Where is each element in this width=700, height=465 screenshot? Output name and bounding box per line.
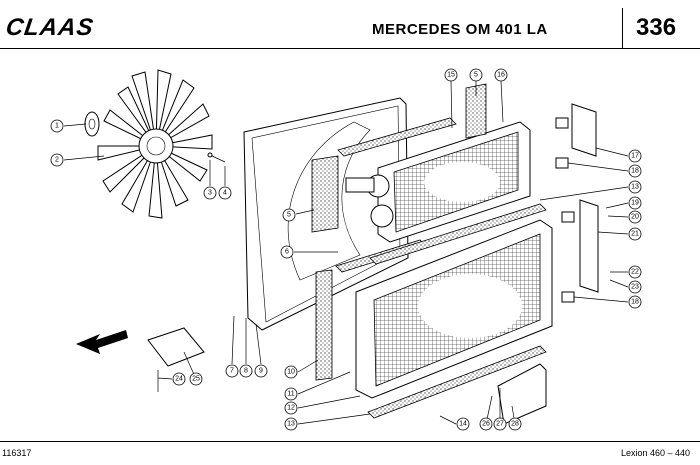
- foam-strip-part: [315, 269, 333, 381]
- callout-13-right: 13: [628, 180, 642, 194]
- foam-strip-top-part: [337, 117, 457, 157]
- svg-text:25: 25: [192, 376, 200, 383]
- document-id: 116317: [2, 448, 32, 458]
- svg-text:20: 20: [631, 214, 639, 221]
- foam-pad-part: [311, 155, 339, 233]
- callout-15: 15: [444, 68, 458, 82]
- svg-text:28: 28: [511, 421, 519, 428]
- svg-text:1: 1: [55, 123, 59, 130]
- callout-17: 17: [628, 149, 642, 163]
- svg-text:7: 7: [230, 368, 234, 375]
- charge-air-cooler-part: [345, 121, 531, 243]
- callout-18: 18: [628, 164, 642, 178]
- svg-text:6: 6: [285, 249, 289, 256]
- svg-text:12: 12: [287, 405, 295, 412]
- svg-text:17: 17: [631, 153, 639, 160]
- callout-3: 3: [203, 186, 217, 200]
- callout-9: 9: [254, 364, 268, 378]
- callout-2: 2: [50, 153, 64, 167]
- callout-12: 12: [284, 401, 298, 415]
- callout-24: 24: [172, 372, 186, 386]
- bracket-side-part: [579, 199, 599, 293]
- callout-28: 28: [508, 417, 522, 431]
- fan-bolt-part: [207, 152, 226, 163]
- direction-arrow-icon: [76, 330, 128, 354]
- svg-text:5: 5: [287, 212, 291, 219]
- callout-11: 11: [284, 387, 298, 401]
- svg-text:16: 16: [497, 72, 505, 79]
- callout-5: 5: [282, 208, 296, 222]
- callout-21: 21: [628, 227, 642, 241]
- callout-1: 1: [50, 119, 64, 133]
- callout-7: 7: [225, 364, 239, 378]
- svg-text:5: 5: [474, 72, 478, 79]
- svg-text:19: 19: [631, 200, 639, 207]
- callout-16: 16: [494, 68, 508, 82]
- bracket-plate-part: [497, 363, 547, 425]
- svg-text:3: 3: [208, 190, 212, 197]
- svg-text:8: 8: [244, 368, 248, 375]
- svg-text:18: 18: [631, 299, 639, 306]
- svg-text:23: 23: [631, 284, 639, 291]
- svg-text:2: 2: [55, 157, 59, 164]
- svg-text:10: 10: [287, 369, 295, 376]
- header-rule: [0, 48, 700, 49]
- callout-19: 19: [628, 196, 642, 210]
- rubber-mount-part: [555, 117, 575, 303]
- callout-26: 26: [479, 417, 493, 431]
- svg-text:15: 15: [447, 72, 455, 79]
- svg-text:4: 4: [223, 190, 227, 197]
- svg-text:26: 26: [482, 421, 490, 428]
- svg-text:18: 18: [631, 168, 639, 175]
- foam-block-part: [465, 83, 487, 139]
- svg-text:27: 27: [496, 421, 504, 428]
- callout-20: 20: [628, 210, 642, 224]
- fan-hub-part: [84, 111, 100, 137]
- callout-14: 14: [456, 417, 470, 431]
- svg-text:13: 13: [631, 184, 639, 191]
- callout-10: 10: [284, 365, 298, 379]
- radiator-part: [355, 219, 553, 399]
- header-divider: [622, 8, 623, 48]
- callout-8: 8: [239, 364, 253, 378]
- foam-strip-part: [369, 203, 547, 265]
- svg-text:13: 13: [287, 421, 295, 428]
- page-number: 336: [636, 14, 677, 41]
- callout-22: 22: [628, 265, 642, 279]
- callout-18-lower: 18: [628, 295, 642, 309]
- engine-model-title: MERCEDES OM 401 LA: [372, 21, 548, 38]
- machine-series: Lexion 460 – 440: [621, 448, 691, 458]
- bracket-upper-part: [571, 103, 597, 157]
- svg-text:21: 21: [631, 231, 639, 238]
- callout-25: 25: [189, 372, 203, 386]
- svg-text:24: 24: [175, 376, 183, 383]
- svg-text:11: 11: [287, 391, 294, 398]
- svg-text:14: 14: [459, 421, 467, 428]
- callout-4: 4: [218, 186, 232, 200]
- svg-text:9: 9: [259, 368, 263, 375]
- foam-strip-bottom-part: [367, 345, 547, 419]
- callout-23: 23: [628, 280, 642, 294]
- callout-27: 27: [493, 417, 507, 431]
- fan-part: [97, 69, 213, 219]
- small-bracket-part: [147, 327, 205, 367]
- callout-6: 6: [280, 245, 294, 259]
- footer-rule: [0, 441, 700, 442]
- callout-13: 13: [284, 417, 298, 431]
- svg-text:22: 22: [631, 269, 639, 276]
- callout-5-top: 5: [469, 68, 483, 82]
